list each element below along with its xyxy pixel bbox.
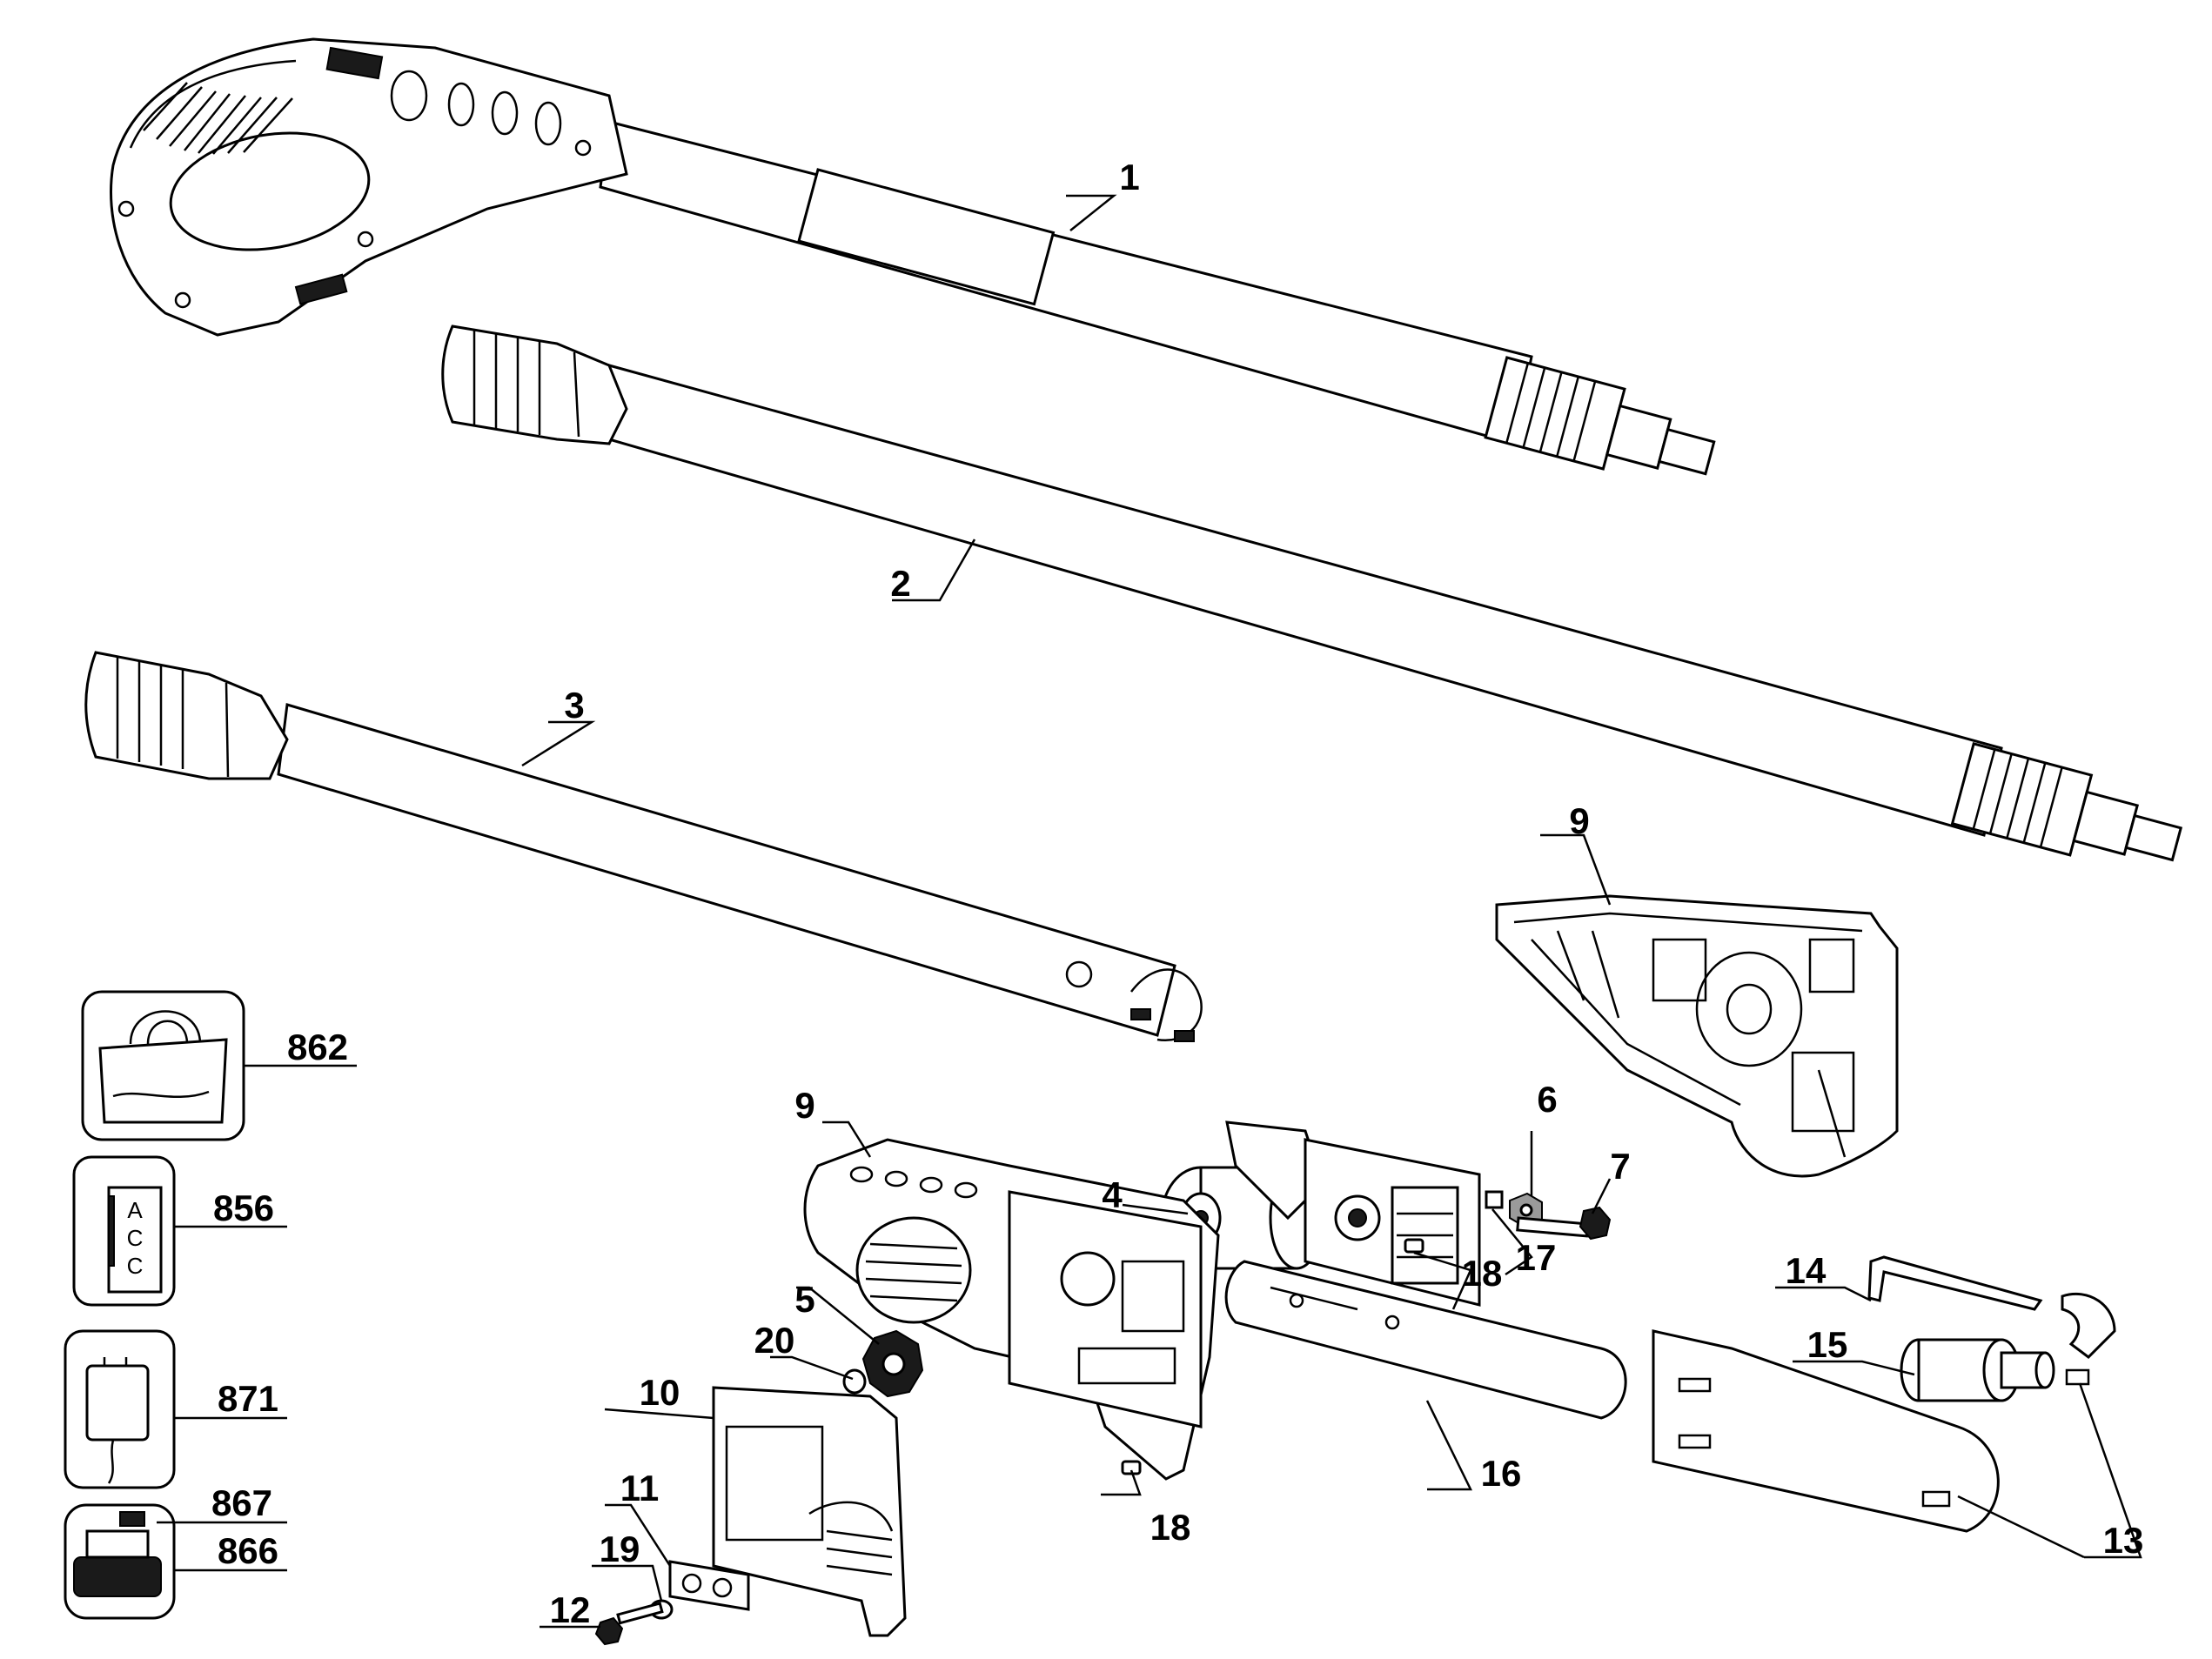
- part-20-nut: [842, 1368, 867, 1395]
- part-18-pin-upper: [1404, 1238, 1424, 1254]
- label-part-7: 7: [1610, 1146, 1630, 1187]
- label-part-13: 13: [2103, 1520, 2144, 1561]
- part-16-guide-bar: [1224, 1260, 1627, 1420]
- part-14-hex-wrench: [1867, 1255, 2043, 1311]
- grip-texture: [143, 82, 293, 155]
- label-part-9-left: 9: [794, 1085, 814, 1126]
- accessory-862-bag: [81, 990, 245, 1141]
- part-11-plate: [668, 1560, 750, 1611]
- label-part-19: 19: [600, 1529, 640, 1569]
- label-part-866: 866: [218, 1530, 278, 1571]
- label-part-6: 6: [1537, 1079, 1557, 1120]
- label-part-3: 3: [564, 685, 584, 726]
- accessory-856-card: A C C: [72, 1155, 176, 1307]
- label-part-18-upper: 18: [1462, 1253, 1503, 1294]
- leader-lines: [157, 194, 2142, 1629]
- part-5-sprocket: [861, 1329, 924, 1398]
- part-labels: 1 2 3 4 5 6 7 9 9 10 11 12 13 14 15 16 1…: [211, 157, 2143, 1630]
- label-part-9-right: 9: [1569, 800, 1589, 841]
- part-10-sprocket-cover: [712, 1386, 907, 1637]
- part-15-roller: [1900, 1338, 2055, 1402]
- label-part-14: 14: [1786, 1250, 1827, 1291]
- part-12-bolt: [594, 1602, 664, 1646]
- accessory-866-battery: [64, 1503, 176, 1620]
- label-part-2: 2: [890, 563, 910, 604]
- card-letter-c1: C: [127, 1225, 144, 1251]
- card-letter-c2: C: [127, 1253, 144, 1279]
- accessory-871-charger: [64, 1329, 176, 1489]
- label-part-17: 17: [1516, 1237, 1557, 1278]
- label-part-1: 1: [1119, 157, 1139, 197]
- label-part-20: 20: [754, 1320, 795, 1361]
- part-2-extension-pole: [441, 324, 2183, 862]
- label-part-11: 11: [620, 1468, 659, 1508]
- part-7-bolt: [1516, 1206, 1612, 1241]
- label-part-10: 10: [640, 1372, 680, 1413]
- part-9-housing-left: [803, 1138, 1220, 1481]
- label-part-16: 16: [1481, 1453, 1522, 1494]
- part-9-housing-right: [1495, 894, 1899, 1178]
- label-part-18-lower: 18: [1150, 1507, 1191, 1548]
- part-18-pin-lower: [1121, 1460, 1142, 1475]
- label-part-4: 4: [1102, 1174, 1123, 1215]
- part-17-washer: [1485, 1190, 1504, 1209]
- part-13-chain-cover: [1652, 1292, 2116, 1533]
- label-part-12: 12: [550, 1589, 591, 1630]
- label-part-862: 862: [287, 1027, 348, 1067]
- label-part-5: 5: [794, 1279, 814, 1320]
- label-part-15: 15: [1807, 1324, 1848, 1365]
- label-part-871: 871: [218, 1378, 278, 1419]
- part-3-lower-pole: [84, 651, 1203, 1042]
- card-letter-a: A: [127, 1197, 143, 1223]
- label-part-867: 867: [211, 1482, 272, 1523]
- label-part-856: 856: [213, 1187, 274, 1228]
- part-1-handle-pole: [110, 37, 1716, 476]
